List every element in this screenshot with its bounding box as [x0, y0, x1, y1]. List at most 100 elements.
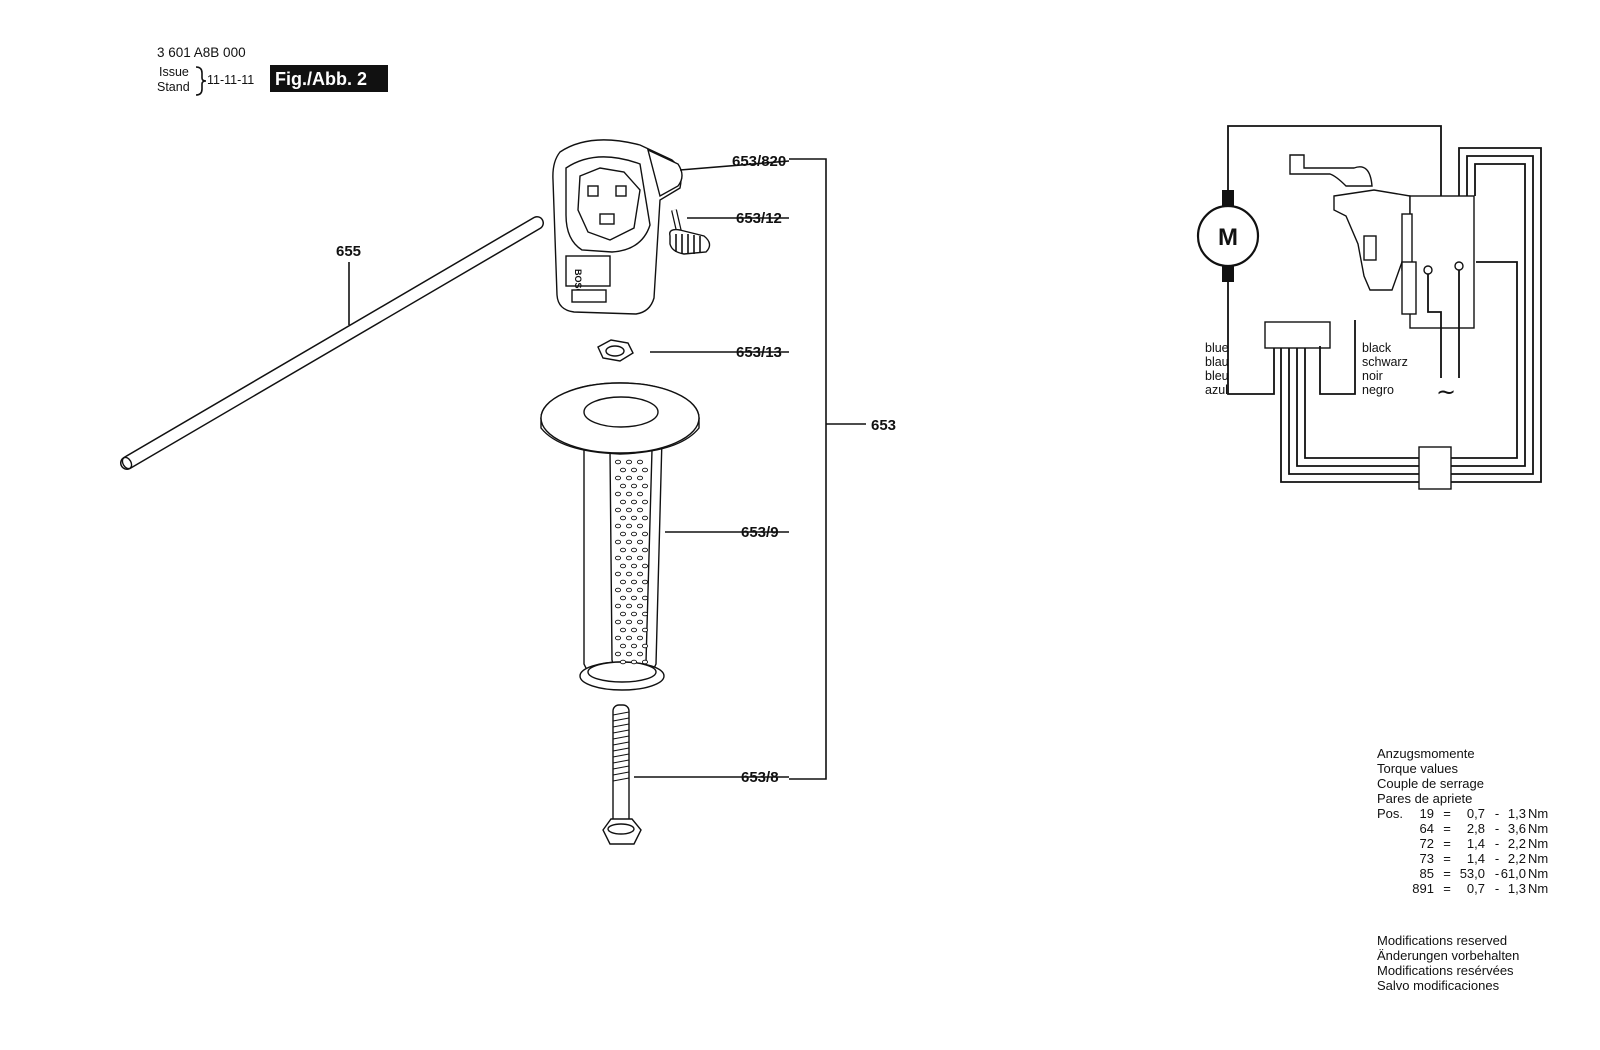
svg-text:blau: blau [1205, 355, 1229, 369]
bolt-thread [612, 777, 630, 782]
motor-brush-top [1222, 190, 1234, 206]
grip-dot [630, 515, 638, 521]
grip-dot [619, 531, 627, 537]
grip-dot [614, 571, 622, 577]
grip-dot [625, 635, 633, 641]
torque-pos: 72 [1420, 836, 1434, 851]
svg-text:Pares de apriete: Pares de apriete [1377, 791, 1472, 806]
label-653-9: 653/9 [741, 524, 779, 541]
torque-dash: - [1495, 836, 1499, 851]
grip-dot [636, 603, 644, 609]
motor-brush-bottom [1222, 266, 1234, 282]
torque-eq: = [1443, 851, 1451, 866]
grip-dot [619, 483, 627, 489]
torque-max: 1,3 [1508, 881, 1526, 896]
grip-dot [625, 587, 633, 593]
label-655: 655 [336, 243, 361, 260]
torque-max: 3,6 [1508, 821, 1526, 836]
torque-dash: - [1495, 806, 1499, 821]
grip-dot [619, 595, 627, 601]
label-653-13: 653/13 [736, 344, 782, 361]
torque-dash: - [1495, 821, 1499, 836]
handle-brand: BOSCH [573, 269, 583, 302]
grip-dot [636, 539, 644, 545]
torque-max: 2,2 [1508, 836, 1526, 851]
grip-dot [625, 507, 633, 513]
bolt-thread [612, 717, 630, 722]
label-653-820: 653/820 [732, 153, 786, 170]
torque-max: 1,3 [1508, 806, 1526, 821]
depth-rod-655: 655 [120, 216, 544, 470]
torque-min: 0,7 [1467, 881, 1485, 896]
svg-text:noir: noir [1362, 369, 1383, 383]
cable-clamp [1418, 446, 1452, 490]
grip-dot [625, 571, 633, 577]
thumb-screw-653-12: 653/12 [669, 209, 789, 255]
trigger-switch [1289, 154, 1475, 378]
grip-dot [641, 547, 649, 553]
grip-dot [614, 523, 622, 529]
wire-colors-right: black schwarz noir negro [1362, 341, 1408, 397]
grip-dot [614, 603, 622, 609]
grip-dot [630, 643, 638, 649]
header-block: 3 601 A8B 000 Issue Stand 11-11-11 Fig./… [157, 45, 388, 96]
wire-colors-left: blue blau bleu azul [1205, 341, 1229, 397]
label-653-12: 653/12 [736, 210, 782, 227]
svg-text:Couple de serrage: Couple de serrage [1377, 776, 1484, 791]
grip-dot [636, 491, 644, 497]
torque-dash: - [1495, 851, 1499, 866]
stand-label: Stand [157, 80, 190, 94]
grip-dot [630, 483, 638, 489]
terminal-block [1264, 321, 1331, 349]
grip-dot [614, 475, 622, 481]
svg-text:blue: blue [1205, 341, 1229, 355]
torque-unit: Nm [1528, 851, 1548, 866]
torque-pos: 64 [1420, 821, 1434, 836]
motor-label: M [1218, 224, 1238, 251]
grip-dot [636, 651, 644, 657]
grip-dot [614, 459, 622, 465]
grip-dot [636, 619, 644, 625]
grip-dot [641, 499, 649, 505]
grip-dot [641, 467, 649, 473]
torque-pos: 891 [1412, 881, 1434, 896]
bolt-thread [612, 747, 630, 752]
torque-unit: Nm [1528, 806, 1548, 821]
grip-dot [614, 491, 622, 497]
svg-text:Anzugsmomente: Anzugsmomente [1377, 746, 1475, 761]
grip-dot [630, 499, 638, 505]
bolt-653-8: 653/8 [602, 704, 789, 845]
torque-min: 0,7 [1467, 806, 1485, 821]
bolt-thread [612, 741, 630, 746]
svg-text:Modifications reserved: Modifications reserved [1377, 933, 1507, 948]
torque-unit: Nm [1528, 821, 1548, 836]
torque-eq: = [1443, 821, 1451, 836]
grip-dot [625, 459, 633, 465]
leader-653-820 [679, 160, 790, 171]
issue-label: Issue [159, 65, 189, 79]
torque-dash: - [1495, 881, 1499, 896]
torque-eq: = [1443, 806, 1451, 821]
grip-dot [641, 579, 649, 585]
issue-date: 11-11-11 [207, 73, 254, 87]
grip-dot [614, 635, 622, 641]
torque-max: 61,0 [1501, 866, 1526, 881]
grip-dot [625, 555, 633, 561]
torque-max: 2,2 [1508, 851, 1526, 866]
svg-text:schwarz: schwarz [1362, 355, 1408, 369]
grip-dot [641, 483, 649, 489]
grip-dot [619, 467, 627, 473]
grip-dot [630, 547, 638, 553]
modifications-notice: Modifications reserved Änderungen vorbeh… [1377, 933, 1519, 993]
torque-eq: = [1443, 836, 1451, 851]
label-653: 653 [871, 417, 896, 434]
grip-dot [630, 611, 638, 617]
bolt-thread [612, 711, 630, 716]
grip-dot [636, 459, 644, 465]
grip-dot [636, 635, 644, 641]
torque-min: 53,0 [1460, 866, 1485, 881]
grip-dot [636, 507, 644, 513]
grip-dot [625, 491, 633, 497]
